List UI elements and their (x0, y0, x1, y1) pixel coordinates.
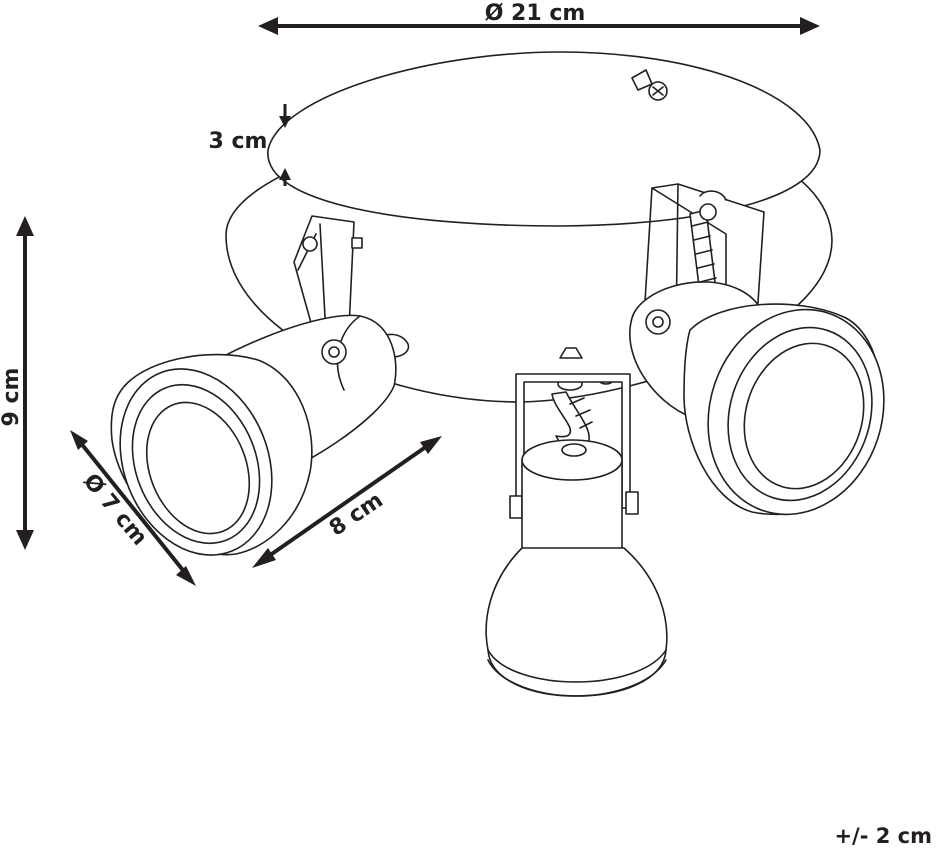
dimension-base-diameter: Ø 21 cm (258, 1, 820, 35)
base-diameter-label: Ø 21 cm (485, 1, 586, 26)
front-spotlight (485, 347, 668, 697)
dimension-total-height: 9 cm (0, 216, 34, 550)
left-spotlight (110, 215, 410, 556)
right-spotlight (629, 183, 885, 516)
dimension-base-height: 3 cm (209, 104, 291, 186)
total-height-label: 9 cm (0, 368, 24, 427)
base-height-label: 3 cm (209, 129, 268, 154)
tolerance-note: +/- 2 cm (834, 824, 932, 848)
